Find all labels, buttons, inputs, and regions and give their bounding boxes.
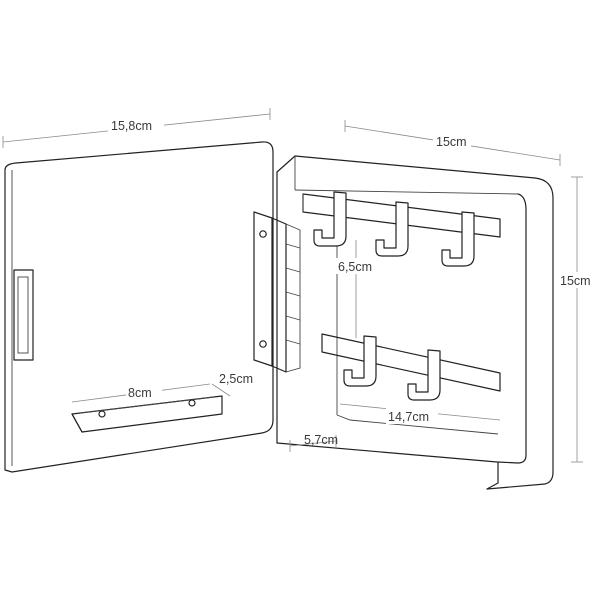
- door-width-label: 15,8cm: [111, 119, 152, 133]
- door-panel: [4, 141, 274, 473]
- door-tray: [71, 395, 223, 433]
- box-height-label: 15cm: [560, 274, 591, 288]
- tray-length-label: 8cm: [128, 386, 152, 400]
- door-latch: [13, 269, 34, 361]
- box-body: [276, 155, 554, 490]
- hook-4: [343, 335, 377, 387]
- door-hinge: [253, 211, 301, 373]
- tray-height-label: 2,5cm: [219, 372, 253, 386]
- hook-spacing-label: 6,5cm: [338, 260, 372, 274]
- tray-height-dimension-line: [211, 383, 231, 397]
- lower-hook-bar: [321, 333, 501, 392]
- box-height-dimension-line: [571, 176, 583, 463]
- box-width-label: 15cm: [436, 135, 467, 149]
- hook-3: [441, 211, 475, 267]
- upper-hook-bar: [302, 193, 501, 238]
- hook-5: [407, 349, 441, 401]
- box-depth-dimension-line: [289, 435, 337, 452]
- box-depth-label: 5,7cm: [304, 433, 338, 447]
- hook-1: [313, 191, 347, 247]
- bar-length-label: 14,7cm: [388, 410, 429, 424]
- hook-2: [375, 201, 409, 257]
